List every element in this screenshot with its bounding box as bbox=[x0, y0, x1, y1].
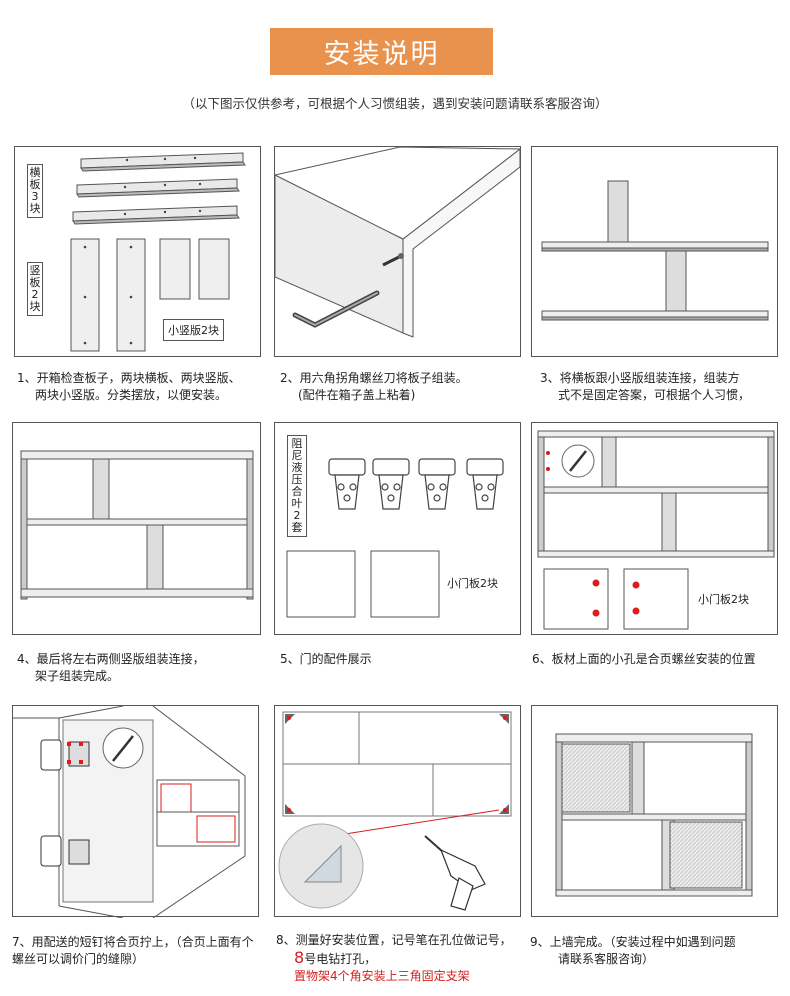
step4-panel bbox=[12, 422, 261, 635]
step3-panel bbox=[531, 146, 778, 357]
step6-caption: 6、板材上面的小孔是合页螺丝安装的位置 bbox=[532, 652, 756, 666]
step2-caption: 2、用六角拐角螺丝刀将板子组装。(配件在箱子盖上粘着) bbox=[280, 371, 468, 402]
step1-caption: 1、开箱检查板子，两块横板、两块竖版、两块小竖版。分类摆放，以便安装。 bbox=[17, 371, 241, 402]
step6-holes-illustration bbox=[537, 430, 775, 630]
step9-caption: 9、上墙完成。（安装过程中如遇到问题请联系客服咨询） bbox=[530, 935, 736, 966]
step7-panel bbox=[12, 705, 259, 918]
step8-panel bbox=[274, 705, 521, 917]
small-doors-label-2: 小门板2块 bbox=[698, 593, 749, 606]
step4-frame-illustration bbox=[20, 450, 254, 600]
hinge-icon bbox=[372, 458, 410, 510]
hinge-icon bbox=[40, 739, 90, 771]
step6-panel: 小门板2块 bbox=[531, 422, 778, 635]
step9-panel bbox=[531, 705, 778, 917]
small-doors-label: 小门板2块 bbox=[447, 577, 498, 590]
step7-caption: 7、用配送的短钉将合页拧上，（合页上面有个螺丝可以调价门的缝隙） bbox=[12, 935, 254, 966]
electric-drill-icon bbox=[424, 835, 486, 911]
step5-caption: 5、门的配件展示 bbox=[280, 652, 372, 666]
step3-shelf-illustration bbox=[541, 180, 769, 321]
step5-hardware-illustration bbox=[286, 458, 504, 618]
screw-icon bbox=[382, 253, 404, 267]
step1-boards-illustration bbox=[70, 152, 246, 352]
step3-caption: 3、将横板跟小竖版组装连接，组装方式不是固定答案，可根据个人习惯， bbox=[540, 371, 751, 402]
hinge-icon bbox=[40, 835, 90, 867]
step4-caption: 4、最后将左右两侧竖版组装连接，架子组装完成。 bbox=[17, 652, 205, 683]
screw-icon bbox=[112, 735, 134, 762]
step2-assembly-illustration bbox=[275, 147, 522, 338]
hinge-icon bbox=[466, 458, 504, 510]
step9-finished-illustration bbox=[555, 733, 753, 897]
step2-panel bbox=[274, 146, 522, 357]
step8-bracket-drill-illustration bbox=[278, 711, 512, 911]
page-title: 安装说明 bbox=[323, 39, 440, 70]
small-vertical-boards-label: 小竖版2块 bbox=[163, 319, 224, 341]
screw-icon bbox=[569, 450, 587, 472]
hinge-icon bbox=[418, 458, 456, 510]
page-title-banner: 安装说明 bbox=[270, 28, 493, 75]
hinge-icon bbox=[328, 458, 366, 510]
step7-hinge-install-illustration bbox=[13, 706, 246, 918]
step8-caption: 8、测量好安装位置，记号笔在孔位做记号，8号电钻打孔，置物架4个角安装上三角固定… bbox=[276, 933, 512, 983]
page-subtitle: （以下图示仅供参考，可根据个人习惯组装，遇到安装问题请联系客服咨询） bbox=[182, 96, 608, 111]
